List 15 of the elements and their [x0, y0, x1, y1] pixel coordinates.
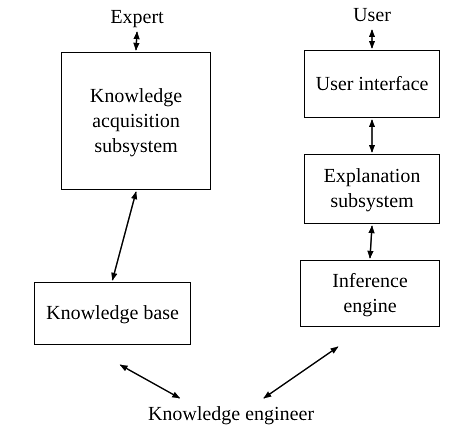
actor-label: Expert [102, 4, 172, 30]
actor-label: User [347, 2, 397, 28]
process-box: Inference engine [300, 260, 440, 327]
double-arrow [368, 29, 376, 49]
double-arrow [367, 225, 375, 259]
double-arrow [111, 191, 138, 281]
double-arrow [120, 364, 180, 399]
double-arrow [133, 31, 140, 51]
process-box: Knowledge acquisition subsystem [61, 52, 211, 190]
process-box: Knowledge base [34, 282, 191, 345]
double-arrow [368, 119, 376, 153]
actor-label: Knowledge engineer [128, 400, 334, 428]
process-box: User interface [304, 50, 440, 118]
double-arrow [263, 346, 338, 399]
process-box: Explanation subsystem [304, 154, 440, 224]
